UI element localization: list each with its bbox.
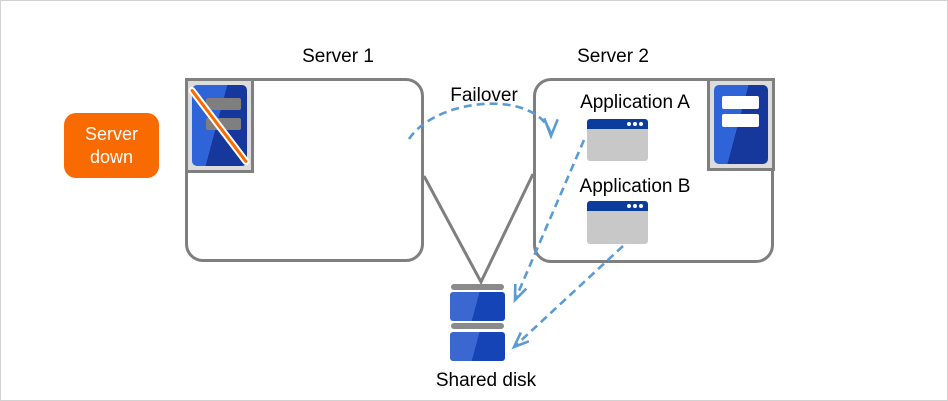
server1-bar-icon [206, 98, 241, 110]
app-b-body-icon [587, 211, 648, 244]
app-a-titlebar-icon [587, 119, 648, 129]
window-dot-icon [639, 122, 643, 126]
application-a-label: Application A [580, 92, 690, 113]
window-dot-icon [633, 204, 637, 208]
window-dot-icon [627, 204, 631, 208]
failover-label: Failover [450, 85, 518, 106]
app-a-arrowhead-icon [513, 283, 528, 304]
failover-arrowhead-icon [543, 117, 559, 140]
app-b-titlebar-icon [587, 201, 648, 211]
app-a-body-icon [587, 129, 648, 161]
application-b-label: Application B [579, 176, 691, 197]
server2-up-icon [707, 78, 775, 171]
server-disk-lines [422, 173, 535, 286]
disk-platter-icon [450, 332, 505, 361]
app-window-b-icon [587, 201, 648, 244]
app-a-disk-arrow [513, 139, 586, 301]
server2-bar-icon [722, 114, 759, 127]
disk-platter-icon [450, 292, 505, 321]
window-dot-icon [633, 122, 637, 126]
server-down-badge-line1: Server [84, 123, 138, 144]
disk-cap-icon [451, 323, 504, 329]
window-dot-icon [639, 204, 643, 208]
server2-label: Server 2 [577, 46, 649, 67]
disk-cap-icon [451, 284, 504, 290]
server2-bar-icon [722, 96, 759, 109]
server1-down-icon [185, 78, 254, 173]
server-down-badge-line2: down [89, 146, 134, 167]
app-b-arrowhead-icon [511, 331, 530, 350]
window-dot-icon [627, 122, 631, 126]
server1-label: Server 1 [302, 46, 374, 67]
failover-arrow [407, 102, 553, 140]
server2-chassis-icon [714, 85, 768, 164]
shared-disk-label: Shared disk [435, 370, 537, 391]
server-down-badge: Server down [64, 113, 159, 178]
shared-disk-icon [450, 284, 505, 362]
app-b-disk-arrow [513, 245, 624, 348]
app-window-a-icon [587, 119, 648, 161]
